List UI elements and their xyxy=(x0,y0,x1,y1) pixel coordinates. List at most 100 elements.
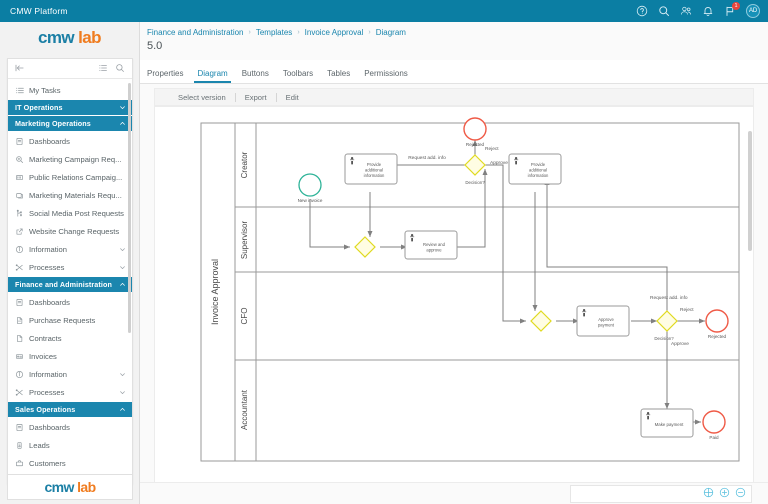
sidebar-group-label: Finance and Administration xyxy=(15,280,112,289)
node-label: Rejected xyxy=(708,334,727,339)
sidebar-item-label: Customers xyxy=(29,458,66,468)
sidebar-item-website-change-requests[interactable]: Website Change Requests xyxy=(8,222,132,240)
link-icon xyxy=(15,227,24,236)
node-task-review-approve[interactable]: Review and approve xyxy=(404,230,458,260)
sidebar-item-public-relations-campaig[interactable]: Public Relations Campaig... xyxy=(8,168,132,186)
node-gateway-decision-1[interactable]: Decision? xyxy=(464,154,486,185)
sidebar-group-finance-and-administration[interactable]: Finance and Administration xyxy=(8,277,132,292)
sidebar-item-my-tasks[interactable]: My Tasks xyxy=(8,81,132,99)
page-version: 5.0 xyxy=(147,40,163,52)
sidebar-item-purchase-requests[interactable]: Purchase Requests xyxy=(8,311,132,329)
flag-badge-count: 1 xyxy=(732,2,740,10)
search-icon[interactable] xyxy=(658,5,670,17)
process-icon xyxy=(15,263,24,272)
edge-label-approve-1: Approve xyxy=(490,160,508,166)
node-label-line1: Approve xyxy=(598,317,614,322)
sidebar-item-processes[interactable]: Processes xyxy=(8,258,132,276)
node-end-event-rejected-1[interactable]: Rejected xyxy=(463,117,487,147)
sidebar-item-label: Dashboards xyxy=(29,422,70,432)
dashboard-icon xyxy=(15,137,24,146)
edit-button[interactable]: Edit xyxy=(285,92,299,102)
sidebar-scrollbar[interactable] xyxy=(128,83,131,333)
canvas-scrollbar[interactable] xyxy=(748,131,752,251)
sidebar-item-processes[interactable]: Processes xyxy=(8,383,132,401)
tab-diagram[interactable]: Diagram xyxy=(194,69,231,83)
tab-permissions[interactable]: Permissions xyxy=(364,69,408,78)
toolbar-divider xyxy=(234,92,236,102)
sidebar-item-leads[interactable]: Leads xyxy=(8,436,132,454)
node-task-approve-payment[interactable]: Approve payment xyxy=(576,305,630,337)
sidebar-item-marketing-campaign-req[interactable]: Marketing Campaign Req... xyxy=(8,150,132,168)
sidebar-group-label: IT Operations xyxy=(15,103,63,112)
node-gateway-merge-cfo[interactable] xyxy=(530,310,552,332)
sidebar-group-label: Sales Operations xyxy=(15,405,76,414)
sidebar-item-information[interactable]: Information xyxy=(8,365,132,383)
chevron-down-icon xyxy=(119,104,126,111)
select-version-button[interactable]: Select version xyxy=(178,92,226,102)
people-icon[interactable] xyxy=(680,5,692,17)
tab-properties[interactable]: Properties xyxy=(147,69,184,78)
node-end-event-rejected-2[interactable]: Rejected xyxy=(705,309,729,339)
node-label-line3: information xyxy=(364,173,385,178)
zoom-out-icon[interactable] xyxy=(735,485,746,503)
sidebar-item-invoices[interactable]: Invoices xyxy=(8,347,132,365)
tab-toolbars[interactable]: Toolbars xyxy=(282,69,314,78)
flag-icon[interactable]: 1 xyxy=(724,2,740,17)
node-label: Rejected xyxy=(466,142,485,147)
sidebar-item-dashboards[interactable]: Dashboards xyxy=(8,293,132,311)
list-view-icon[interactable] xyxy=(98,60,108,78)
sidebar-group-it-operations[interactable]: IT Operations xyxy=(8,100,132,115)
sidebar-item-customers[interactable]: Customers xyxy=(8,454,132,472)
zoom-in-icon[interactable] xyxy=(719,485,730,503)
search-icon[interactable] xyxy=(115,60,125,78)
node-label: Make payment xyxy=(655,422,685,427)
sidebar-group-marketing-operations[interactable]: Marketing Operations xyxy=(8,116,132,131)
tab-tables[interactable]: Tables xyxy=(327,69,351,78)
sidebar-item-label: Contracts xyxy=(29,333,62,343)
node-gateway-merge-supervisor[interactable] xyxy=(354,236,376,258)
sidebar-item-label: Marketing Campaign Req... xyxy=(29,154,122,164)
sidebar-item-contracts[interactable]: Contracts xyxy=(8,329,132,347)
bell-icon[interactable] xyxy=(702,5,714,17)
materials-icon xyxy=(15,191,24,200)
breadcrumb-item-templates[interactable]: Templates xyxy=(255,28,293,37)
tab-bar: Properties Diagram Buttons Toolbars Tables Pe… xyxy=(140,60,768,84)
sidebar-item-marketing-materials-requ[interactable]: Marketing Materials Requ... xyxy=(8,186,132,204)
node-label-line1: Provide xyxy=(367,162,382,167)
node-task-make-payment[interactable]: Make payment xyxy=(640,408,694,438)
zoom-controls xyxy=(570,485,752,503)
diagram-canvas[interactable]: Invoice Approval Creator Supervisor CFO … xyxy=(154,106,754,488)
edge-label-reject-2: Reject xyxy=(680,307,694,313)
export-button[interactable]: Export xyxy=(244,92,267,102)
pr-icon xyxy=(15,173,24,182)
tasks-icon xyxy=(15,86,24,95)
node-start-event[interactable]: New invoice xyxy=(298,173,323,203)
sidebar-item-label: Invoices xyxy=(29,351,57,361)
fit-to-screen-icon[interactable] xyxy=(703,485,714,503)
help-icon[interactable] xyxy=(636,5,648,17)
breadcrumb-item-invoice-approval[interactable]: Invoice Approval xyxy=(304,28,364,37)
avatar[interactable]: AD xyxy=(746,4,760,18)
node-task-provide-info-1[interactable]: Provide additional information xyxy=(344,153,398,185)
sidebar-item-dashboards[interactable]: Dashboards xyxy=(8,132,132,150)
node-task-provide-info-2[interactable]: Provide additional information xyxy=(508,153,562,185)
node-label-line2: additional xyxy=(529,168,547,173)
sidebar-item-dashboards[interactable]: Dashboards xyxy=(8,418,132,436)
breadcrumb-item-diagram[interactable]: Diagram xyxy=(375,28,406,37)
sidebar-item-label: Marketing Materials Requ... xyxy=(29,190,122,200)
collapse-sidebar-icon[interactable] xyxy=(15,60,25,78)
logo-bottom-lab-text: lab xyxy=(77,479,96,495)
sidebar-item-information[interactable]: Information xyxy=(8,240,132,258)
top-bar-icons: 1 AD xyxy=(636,2,760,18)
sidebar-item-social-media-post-requests[interactable]: Social Media Post Requests xyxy=(8,204,132,222)
sidebar-item-label: Processes xyxy=(29,262,65,272)
node-end-event-paid[interactable]: Paid xyxy=(702,410,726,440)
breadcrumb-item-finance-and-administration[interactable]: Finance and Administration xyxy=(147,28,244,37)
sidebar-item-label: Dashboards xyxy=(29,136,70,146)
tab-buttons[interactable]: Buttons xyxy=(241,69,269,78)
sidebar-group-sales-operations[interactable]: Sales Operations xyxy=(8,402,132,417)
sidebar-item-label: Dashboards xyxy=(29,297,70,307)
logo-bottom-cmw-text: cmw xyxy=(44,479,74,495)
node-gateway-decision-2[interactable]: Decision? xyxy=(654,310,678,341)
node-label-line1: Review and xyxy=(423,242,446,247)
